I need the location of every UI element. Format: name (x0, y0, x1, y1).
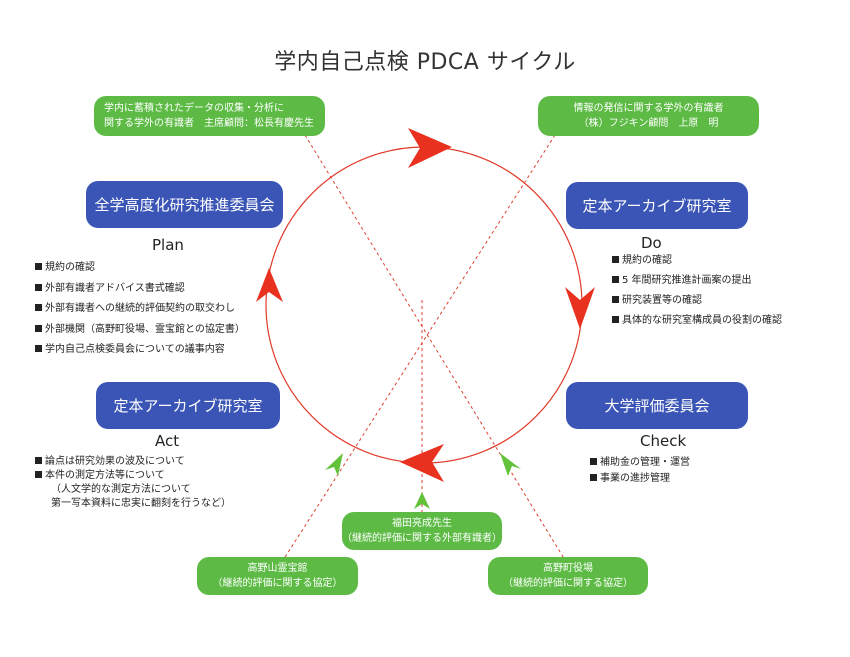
list-item: 5 年間研究推進計画案の提出 (612, 271, 782, 291)
bullet-square-icon (35, 283, 42, 291)
list-item: 外部有識者への継続的評価契約の取交わし (35, 299, 245, 320)
list-item: 学内自己点検委員会についての議事内容 (35, 340, 245, 361)
input-arrow-left-icon (325, 453, 343, 476)
advisor-pill-line1: 学内に蓄積されたデータの収集・分析に (104, 103, 284, 114)
connector-line-top-left (304, 134, 569, 566)
cycle-arrow-bottom-icon (400, 444, 444, 482)
list-item-continuation: 第一写本資料に忠実に翻刻を行うなど） (51, 498, 231, 509)
bullet-square-icon (35, 263, 42, 270)
partner-pill-line1: 高野町役場 (543, 563, 593, 574)
cycle-arrow-top-icon (408, 128, 452, 168)
advisor-pill-data-analysis: 学内に蓄積されたデータの収集・分析に 関する学外の有識者 主席顧問：松長有慶先生 (94, 96, 325, 136)
partner-pill-line1: 高野山霊宝館 (247, 563, 308, 574)
partner-pill-line2: （継続的評価に関する協定） (212, 578, 343, 589)
advisor-pill-line2: （株）フジキン顧問 上原 明 (578, 118, 719, 129)
plan-item-list: 規約の確認 外部有識者アドバイス書式確認 外部有識者への継続的評価契約の取交わし… (35, 258, 245, 361)
partner-pill-line2: （継続的評価に関する協定） (503, 578, 633, 589)
list-item: 研究装置等の確認 (612, 291, 782, 311)
bullet-square-icon (612, 276, 619, 283)
bullet-square-icon (35, 324, 42, 332)
list-item: 規約の確認 (612, 251, 782, 271)
do-item-list: 規約の確認 5 年間研究推進計画案の提出 研究装置等の確認 具体的な研究室構成員… (612, 251, 782, 331)
act-item-list: 論点は研究効果の波及について 本件の測定方法等について （人文学的な測定方法につ… (35, 455, 231, 511)
list-item: 補助金の管理・運営 (590, 455, 690, 471)
bullet-square-icon (612, 256, 619, 263)
phase-label-do: Do (641, 234, 662, 252)
check-committee-box: 大学評価委員会 (566, 382, 748, 429)
partner-pill-koya-town: 高野町役場 （継続的評価に関する協定） (488, 557, 648, 595)
phase-label-plan: Plan (152, 236, 184, 254)
cycle-arrow-right-icon (565, 287, 595, 329)
partner-pill-fukuda: 福田亮成先生 （継続的評価に関する外部有識者） (342, 512, 502, 550)
do-committee-box: 定本アーカイブ研究室 (566, 182, 748, 229)
bullet-square-icon (590, 474, 597, 481)
list-item: 規約の確認 (35, 258, 245, 279)
bullet-square-icon (35, 304, 42, 311)
page-title: 学内自己点検 PDCA サイクル (274, 50, 576, 75)
list-item: 本件の測定方法等について (35, 469, 231, 483)
list-item: 外部有識者アドバイス書式確認 (35, 279, 245, 300)
advisor-pill-information: 情報の発信に関する学外の有識者 （株）フジキン顧問 上原 明 (538, 96, 759, 136)
list-item: 事業の進捗管理 (590, 471, 690, 487)
partner-pill-line1: 福田亮成先生 (392, 518, 452, 529)
connector-line-top-right (279, 134, 556, 566)
bullet-square-icon (612, 296, 619, 303)
partner-pill-line2: （継続的評価に関する外部有識者） (342, 533, 502, 544)
plan-committee-box: 全学高度化研究推進委員会 (86, 181, 283, 228)
bullet-square-icon (590, 458, 597, 465)
advisor-pill-line1: 情報の発信に関する学外の有識者 (573, 103, 724, 114)
phase-label-act: Act (155, 432, 180, 450)
check-item-list: 補助金の管理・運営 事業の進捗管理 (590, 455, 690, 487)
pdca-cycle-circle (265, 146, 583, 464)
act-committee-box: 定本アーカイブ研究室 (96, 382, 280, 429)
list-item: 具体的な研究室構成員の役割の確認 (612, 311, 782, 331)
phase-label-check: Check (640, 432, 687, 450)
bullet-square-icon (612, 316, 619, 323)
bullet-square-icon (35, 457, 42, 464)
list-item: 論点は研究効果の波及について (35, 455, 231, 469)
list-item: 外部機関（高野町役場、霊宝館との協定書） (35, 320, 245, 341)
bullet-square-icon (35, 471, 42, 478)
partner-pill-reihokan: 高野山霊宝館 （継続的評価に関する協定） (197, 557, 358, 595)
advisor-pill-line2: 関する学外の有識者 主席顧問：松長有慶先生 (104, 118, 314, 129)
input-arrow-center-icon (414, 492, 430, 509)
cycle-arrow-left-icon (256, 268, 283, 302)
input-arrow-right-icon (500, 453, 521, 476)
list-item-continuation: （人文学的な測定方法について (51, 484, 191, 495)
bullet-square-icon (35, 345, 42, 352)
